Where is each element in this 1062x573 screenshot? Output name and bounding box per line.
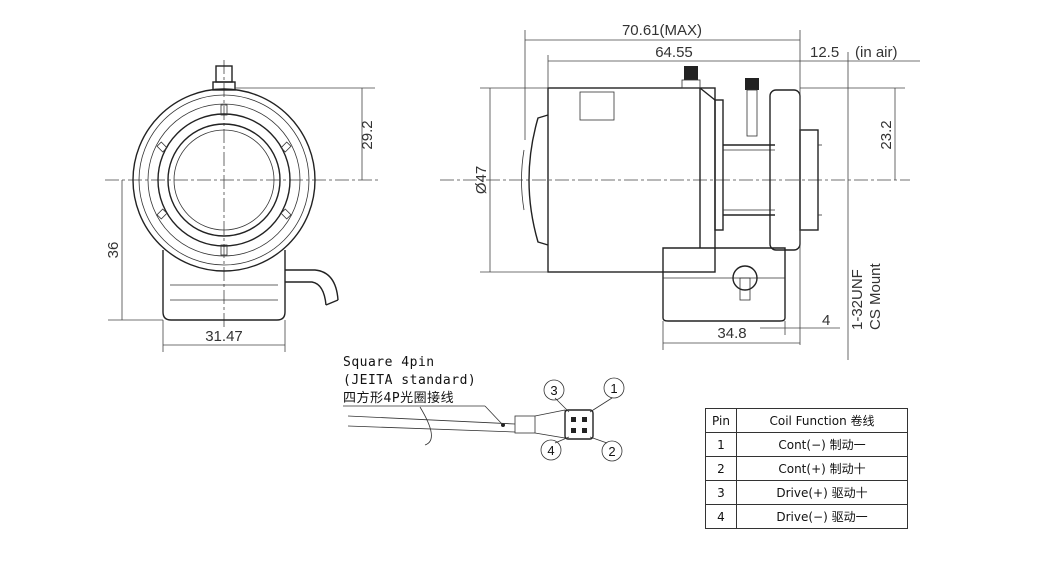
connector-label-2: (JEITA standard) (343, 373, 476, 388)
function-cell: Drive(+) 驱动十 (736, 480, 908, 505)
pin-cell: 1 (705, 432, 737, 457)
dim-height-top: 29.2 (359, 120, 376, 149)
dim-back-focus: 12.5 (810, 44, 839, 61)
side-view: 70.61(MAX) 64.55 12.5 (in air) Ø47 23.2 … (440, 22, 920, 360)
dim-back-focus-note: (in air) (855, 44, 898, 61)
pin-2-label: 2 (608, 444, 615, 459)
function-cell: Cont(+) 制动十 (736, 456, 908, 481)
pin-cell: 3 (705, 480, 737, 505)
front-view: 29.2 36 31.47 (105, 60, 380, 352)
function-cell: Cont(−) 制动一 (736, 432, 908, 457)
dim-total-length: 70.61(MAX) (622, 22, 702, 39)
function-cell: Drive(−) 驱动一 (736, 504, 908, 529)
connector-label-3: 四方形4P光圈接线 (343, 390, 454, 406)
pin-cell: 2 (705, 456, 737, 481)
pin-function-table: Pin Coil Function 卷线 1 Cont(−) 制动一 2 Con… (705, 408, 908, 529)
mount-type: CS Mount (867, 262, 884, 330)
pin-4-label: 4 (547, 443, 554, 458)
connector-label-1: Square 4pin (343, 355, 435, 370)
pin-1-label: 1 (610, 381, 617, 396)
dim-height-bottom: 36 (105, 242, 122, 259)
dim-box-length: 34.8 (717, 325, 746, 342)
dim-width: 31.47 (205, 328, 243, 345)
header-coil-function: Coil Function 卷线 (736, 408, 908, 433)
dim-mount-height: 23.2 (878, 120, 895, 149)
table-row: 1 Cont(−) 制动一 (705, 432, 908, 457)
table-header: Pin Coil Function 卷线 (705, 408, 908, 433)
connector-diagram: Square 4pin (JEITA standard) 四方形4P光圈接线 3… (343, 355, 625, 462)
pin-3-label: 3 (550, 383, 557, 398)
pin-cell: 4 (705, 504, 737, 529)
table-row: 2 Cont(+) 制动十 (705, 456, 908, 481)
header-pin: Pin (705, 408, 737, 433)
dim-offset: 4 (822, 312, 830, 329)
table-row: 3 Drive(+) 驱动十 (705, 480, 908, 505)
mount-thread: 1-32UNF (849, 269, 866, 330)
dim-diameter: Ø47 (473, 166, 490, 194)
dim-body-length: 64.55 (655, 44, 693, 61)
table-row: 4 Drive(−) 驱动一 (705, 504, 908, 529)
